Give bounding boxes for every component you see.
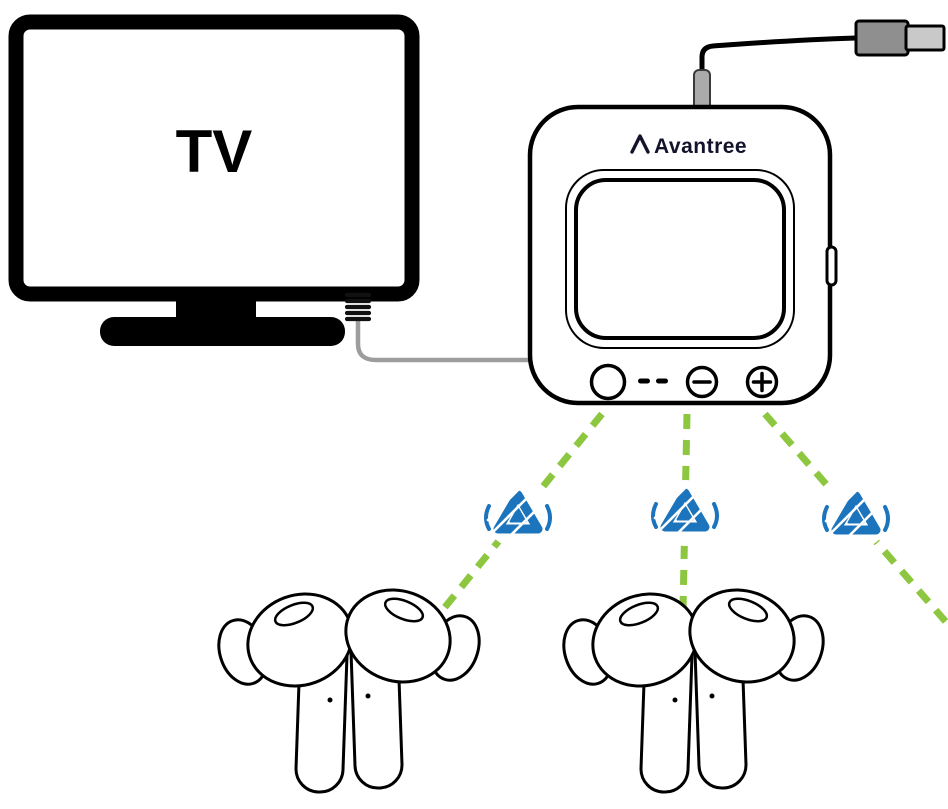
earbuds-pair-1 [217, 588, 481, 794]
signal-badge-middle [651, 480, 719, 546]
badge-stripes [824, 484, 885, 545]
tv: TV [8, 14, 420, 346]
earbud-mic-dot [327, 697, 333, 703]
earbud-left [217, 592, 354, 794]
badge-stripes [653, 481, 714, 542]
badge-arc-right [883, 505, 890, 532]
signal-badge-right [822, 483, 890, 549]
transmitter: Avantree [527, 104, 838, 406]
audio-cable-wire [355, 320, 534, 363]
earbud-vent [383, 597, 425, 623]
earbud-mic-dot [709, 693, 715, 699]
earbud-head [344, 588, 452, 684]
power-button [589, 363, 627, 401]
avantree-brand-mark-icon [630, 134, 650, 154]
badge-arc-right [545, 504, 552, 531]
earbud-right [344, 588, 481, 790]
earbud-mic-dot [672, 697, 678, 703]
badge-triangle-core [676, 505, 694, 521]
tv-label: TV [176, 118, 253, 185]
badge-triangle-core [509, 507, 527, 523]
earbud-right [688, 588, 825, 790]
earbud-vent [273, 601, 315, 627]
transmitter-screen-inner [574, 178, 786, 340]
badge-arc-right [712, 502, 719, 529]
audio-jack-icon [344, 292, 372, 322]
signal-badge-left [484, 482, 552, 548]
transmitter-side-button [825, 245, 838, 287]
earbuds-pair-2 [562, 588, 825, 794]
badge-arc-left [484, 504, 491, 531]
earbud-head [688, 588, 796, 684]
earbud-vent [727, 597, 769, 623]
badge-arc-left [651, 502, 658, 529]
usb-plug-metal [904, 24, 946, 52]
status-dash-1 [638, 378, 650, 384]
badge-stripes [486, 483, 547, 544]
badge-arc-left [822, 505, 829, 532]
earbud-vent [618, 601, 660, 627]
earbud-left [562, 592, 699, 794]
brand-label: Avantree [654, 135, 747, 158]
tv-stand-base [100, 317, 345, 346]
audio-cable [344, 292, 534, 363]
usb-plug-body [854, 19, 910, 57]
earbud-mic-dot [365, 693, 371, 699]
usb-power-cable [693, 19, 946, 113]
badge-triangle-core [847, 508, 865, 524]
usb-cable-wire [699, 35, 857, 80]
signal-line-middle [679, 413, 691, 611]
status-dash-2 [656, 378, 668, 384]
